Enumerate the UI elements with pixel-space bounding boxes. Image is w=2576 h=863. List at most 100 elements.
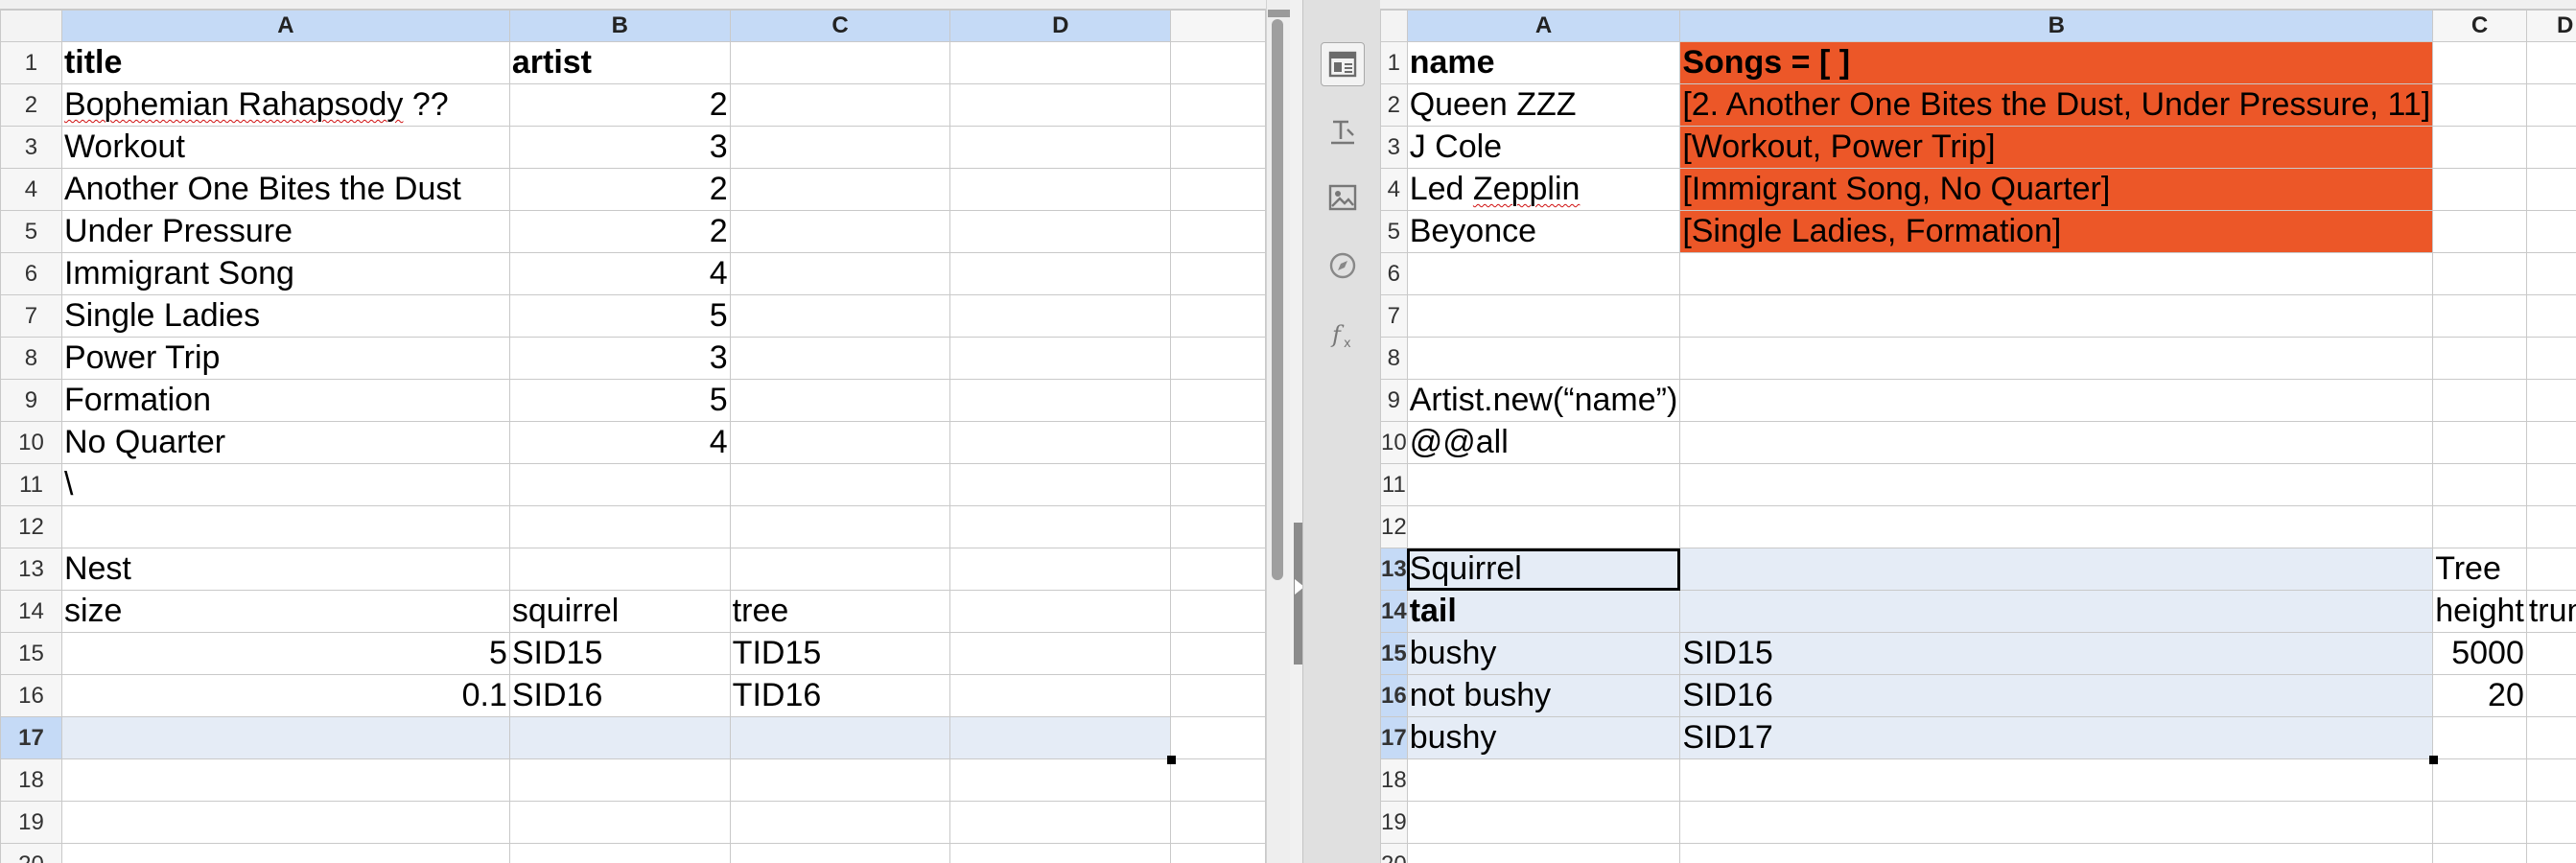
row-header[interactable]: 18: [1380, 758, 1408, 802]
row-header[interactable]: 17: [0, 716, 62, 759]
cell-a4[interactable]: Led Zepplin: [1406, 168, 1681, 211]
row-header[interactable]: 13: [1380, 548, 1408, 591]
cell-overflow[interactable]: [1170, 252, 1266, 295]
cell-b4[interactable]: 2: [508, 168, 731, 211]
cell-b11[interactable]: [508, 463, 731, 506]
cell-d11[interactable]: [2525, 463, 2576, 506]
row-header[interactable]: 5: [1380, 210, 1408, 253]
cell-b2[interactable]: 2: [508, 83, 731, 127]
cell-c20[interactable]: [729, 843, 951, 863]
cell-b12[interactable]: [1679, 505, 2434, 548]
cell-c8[interactable]: [729, 337, 951, 380]
cell-a7[interactable]: [1406, 294, 1681, 338]
cell-a1[interactable]: name: [1406, 41, 1681, 84]
cell-b2[interactable]: [2. Another One Bites the Dust, Under Pr…: [1679, 83, 2434, 127]
cell-b5[interactable]: [Single Ladies, Formation]: [1679, 210, 2434, 253]
cell-b10[interactable]: 4: [508, 421, 731, 464]
cell-d16[interactable]: [949, 674, 1172, 717]
row-header[interactable]: 1: [1380, 41, 1408, 84]
select-all-corner[interactable]: [1380, 10, 1408, 42]
row-header[interactable]: 1: [0, 41, 62, 84]
cell-a8[interactable]: Power Trip: [60, 337, 510, 380]
cell-c4[interactable]: [2432, 168, 2527, 211]
cell-d8[interactable]: [2525, 337, 2576, 380]
cell-a15[interactable]: 5: [60, 632, 510, 675]
cell-d10[interactable]: [2525, 421, 2576, 464]
row-header[interactable]: 7: [1380, 294, 1408, 338]
cell-a14[interactable]: tail: [1406, 590, 1681, 633]
cell-overflow[interactable]: [1170, 758, 1266, 802]
column-header-d[interactable]: D: [949, 10, 1172, 42]
cell-b8[interactable]: 3: [508, 337, 731, 380]
cell-d1[interactable]: [949, 41, 1172, 84]
cell-overflow[interactable]: [1170, 294, 1266, 338]
cell-a5[interactable]: Beyonce: [1406, 210, 1681, 253]
cell-c18[interactable]: [2432, 758, 2527, 802]
cell-a20[interactable]: [60, 843, 510, 863]
cell-c5[interactable]: [729, 210, 951, 253]
cell-a18[interactable]: [60, 758, 510, 802]
cell-a17[interactable]: bushy: [1406, 716, 1681, 759]
cell-c15[interactable]: 5000: [2432, 632, 2527, 675]
cell-c11[interactable]: [729, 463, 951, 506]
cell-c8[interactable]: [2432, 337, 2527, 380]
cell-b19[interactable]: [1679, 801, 2434, 844]
cell-c13[interactable]: Tree: [2432, 548, 2527, 591]
column-header-next[interactable]: [1170, 10, 1266, 42]
cell-overflow[interactable]: [1170, 843, 1266, 863]
row-header[interactable]: 19: [1380, 801, 1408, 844]
cell-b8[interactable]: [1679, 337, 2434, 380]
column-header-b[interactable]: B: [508, 10, 731, 42]
cell-c12[interactable]: [2432, 505, 2527, 548]
cell-a11[interactable]: \: [60, 463, 510, 506]
cell-a12[interactable]: [60, 505, 510, 548]
cell-a16[interactable]: 0.1: [60, 674, 510, 717]
cell-c7[interactable]: [2432, 294, 2527, 338]
cell-b11[interactable]: [1679, 463, 2434, 506]
cell-overflow[interactable]: [1170, 83, 1266, 127]
cell-a11[interactable]: [1406, 463, 1681, 506]
cell-b7[interactable]: [1679, 294, 2434, 338]
row-header[interactable]: 16: [0, 674, 62, 717]
cell-b18[interactable]: [508, 758, 731, 802]
row-header[interactable]: 11: [0, 463, 62, 506]
cell-a9[interactable]: Formation: [60, 379, 510, 422]
cell-c3[interactable]: [729, 126, 951, 169]
column-header-a[interactable]: A: [1406, 10, 1681, 42]
cell-d5[interactable]: [949, 210, 1172, 253]
row-header[interactable]: 12: [0, 505, 62, 548]
cell-c17[interactable]: [729, 716, 951, 759]
cell-a12[interactable]: [1406, 505, 1681, 548]
row-header[interactable]: 10: [0, 421, 62, 464]
cell-overflow[interactable]: [1170, 590, 1266, 633]
cell-overflow[interactable]: [1170, 210, 1266, 253]
cell-d7[interactable]: [949, 294, 1172, 338]
cell-c9[interactable]: [2432, 379, 2527, 422]
cell-a6[interactable]: [1406, 252, 1681, 295]
cell-a7[interactable]: Single Ladies: [60, 294, 510, 338]
row-header[interactable]: 15: [0, 632, 62, 675]
cell-c5[interactable]: [2432, 210, 2527, 253]
cell-a10[interactable]: @@all: [1406, 421, 1681, 464]
cell-d2[interactable]: [2525, 83, 2576, 127]
row-header[interactable]: 6: [1380, 252, 1408, 295]
cell-b15[interactable]: SID15: [1679, 632, 2434, 675]
cell-b17[interactable]: SID17: [1679, 716, 2439, 764]
cell-b1[interactable]: Songs = [ ]: [1679, 41, 2434, 84]
cell-b4[interactable]: [Immigrant Song, No Quarter]: [1679, 168, 2434, 211]
cell-c10[interactable]: [2432, 421, 2527, 464]
row-header[interactable]: 7: [0, 294, 62, 338]
cell-a14[interactable]: size: [60, 590, 510, 633]
cell-overflow[interactable]: [1170, 126, 1266, 169]
cell-b1[interactable]: artist: [508, 41, 731, 84]
cell-d17[interactable]: [949, 716, 1177, 764]
cell-d5[interactable]: [2525, 210, 2576, 253]
cell-c20[interactable]: [2432, 843, 2527, 863]
cell-a15[interactable]: bushy: [1406, 632, 1681, 675]
cell-a18[interactable]: [1406, 758, 1681, 802]
column-header-a[interactable]: A: [60, 10, 510, 42]
cell-b6[interactable]: 4: [508, 252, 731, 295]
cell-b17[interactable]: [508, 716, 731, 759]
cell-d7[interactable]: [2525, 294, 2576, 338]
